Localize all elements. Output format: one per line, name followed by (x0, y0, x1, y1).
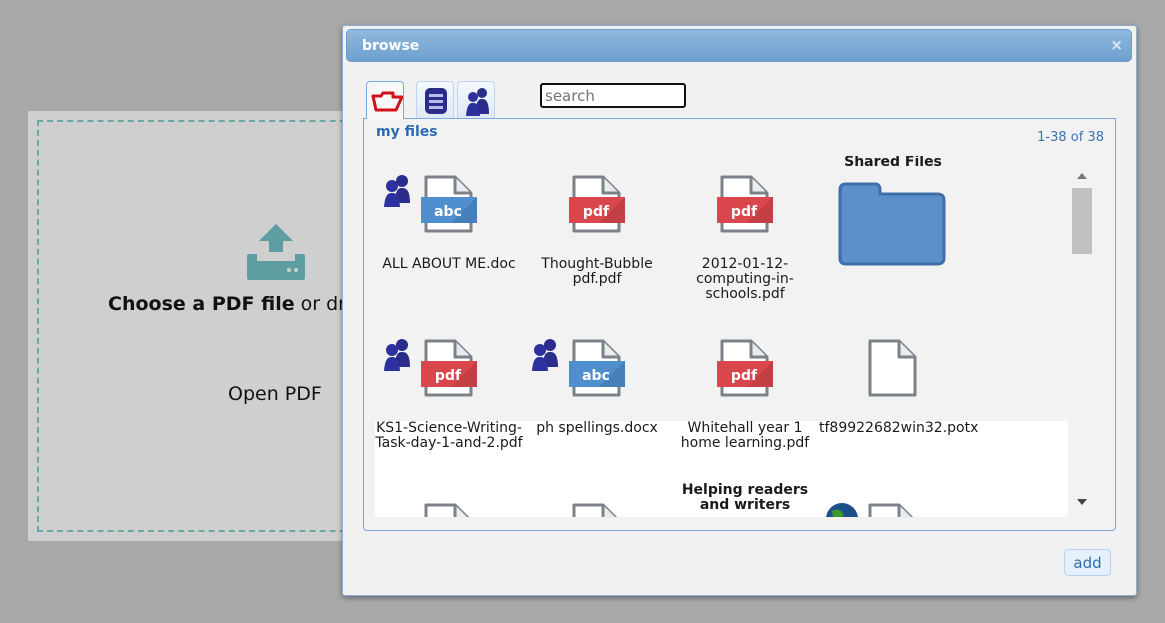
file-name: Shared Files (844, 156, 942, 170)
pdf-drop-zone[interactable]: Choose a PDF file or dr Open PDF (28, 111, 366, 541)
file-count: 1-38 of 38 (1037, 130, 1104, 145)
folder-open-icon (371, 91, 403, 112)
choose-file-text[interactable]: Choose a PDF file or dr (108, 293, 346, 315)
file-item[interactable]: tf89922682win32.potx (819, 316, 979, 480)
open-pdf-button[interactable]: Open PDF (228, 383, 322, 405)
search-input[interactable] (540, 83, 686, 108)
upload-icon (247, 224, 305, 280)
dialog-title: browse (362, 38, 420, 54)
file-type-label: pdf (435, 368, 462, 384)
file-name: Thought-Bubble pdf.pdf (541, 256, 653, 287)
file-name: KS1-Science-Writing-Task-day-1-and-2.pdf (375, 420, 523, 451)
shared-people-icon (532, 339, 558, 371)
list-icon (425, 88, 447, 114)
file-item[interactable]: abc ph spellings.docx (523, 316, 671, 480)
scroll-down-arrow[interactable] (1077, 499, 1087, 505)
blank-file-icon (868, 339, 917, 397)
blank-file-icon (424, 503, 470, 517)
people-icon (466, 88, 489, 116)
scroll-up-arrow[interactable] (1077, 173, 1087, 179)
tab-storage[interactable] (416, 81, 454, 118)
add-button[interactable]: add (1064, 549, 1111, 576)
file-item[interactable]: pdf 2012-01-12-computing-in-schools.pdf (671, 156, 819, 316)
file-type-label: pdf (731, 204, 758, 220)
pdf-file-icon: pdf (421, 339, 477, 397)
file-name: ph spellings.docx (536, 420, 658, 436)
globe-icon (826, 503, 858, 517)
doc-file-icon: abc (569, 339, 625, 397)
file-item[interactable] (819, 480, 967, 517)
pdf-file-icon: pdf (717, 175, 773, 233)
drop-zone-border (37, 120, 366, 532)
folder-icon (838, 182, 946, 266)
file-item[interactable] (523, 480, 671, 517)
file-name: tf89922682win32.potx (819, 420, 979, 436)
pdf-file-icon: pdf (717, 339, 773, 397)
file-type-label: abc (582, 368, 610, 384)
doc-file-icon: abc (421, 175, 477, 233)
dialog-titlebar[interactable]: browse × (346, 29, 1132, 62)
file-name: ALL ABOUT ME.doc (382, 256, 516, 272)
file-item[interactable] (375, 480, 523, 517)
file-name: Helping readers and writers (681, 482, 809, 513)
tab-my-files[interactable] (366, 81, 404, 119)
file-name: 2012-01-12-computing-in-schools.pdf (696, 256, 794, 302)
section-label: my files (376, 124, 438, 140)
file-type-label: abc (434, 204, 462, 220)
close-icon[interactable]: × (1110, 36, 1123, 54)
drop-hint: or dr (294, 293, 346, 315)
scrollbar[interactable] (1070, 166, 1094, 516)
tab-shared[interactable] (457, 81, 495, 118)
shared-people-icon (384, 339, 410, 371)
choose-pdf-link[interactable]: Choose a PDF file (108, 293, 295, 315)
file-name: Whitehall year 1 home learning.pdf (680, 420, 810, 451)
folder-item[interactable]: Shared Files (819, 156, 967, 316)
file-type-label: pdf (583, 204, 610, 220)
pdf-file-icon: pdf (569, 175, 625, 233)
blank-file-icon (572, 503, 618, 517)
shared-people-icon (384, 175, 410, 207)
scroll-thumb[interactable] (1072, 188, 1092, 254)
file-item[interactable]: Helping readers and writers (671, 480, 819, 517)
file-type-label: pdf (731, 368, 758, 384)
blank-file-icon (868, 503, 914, 517)
